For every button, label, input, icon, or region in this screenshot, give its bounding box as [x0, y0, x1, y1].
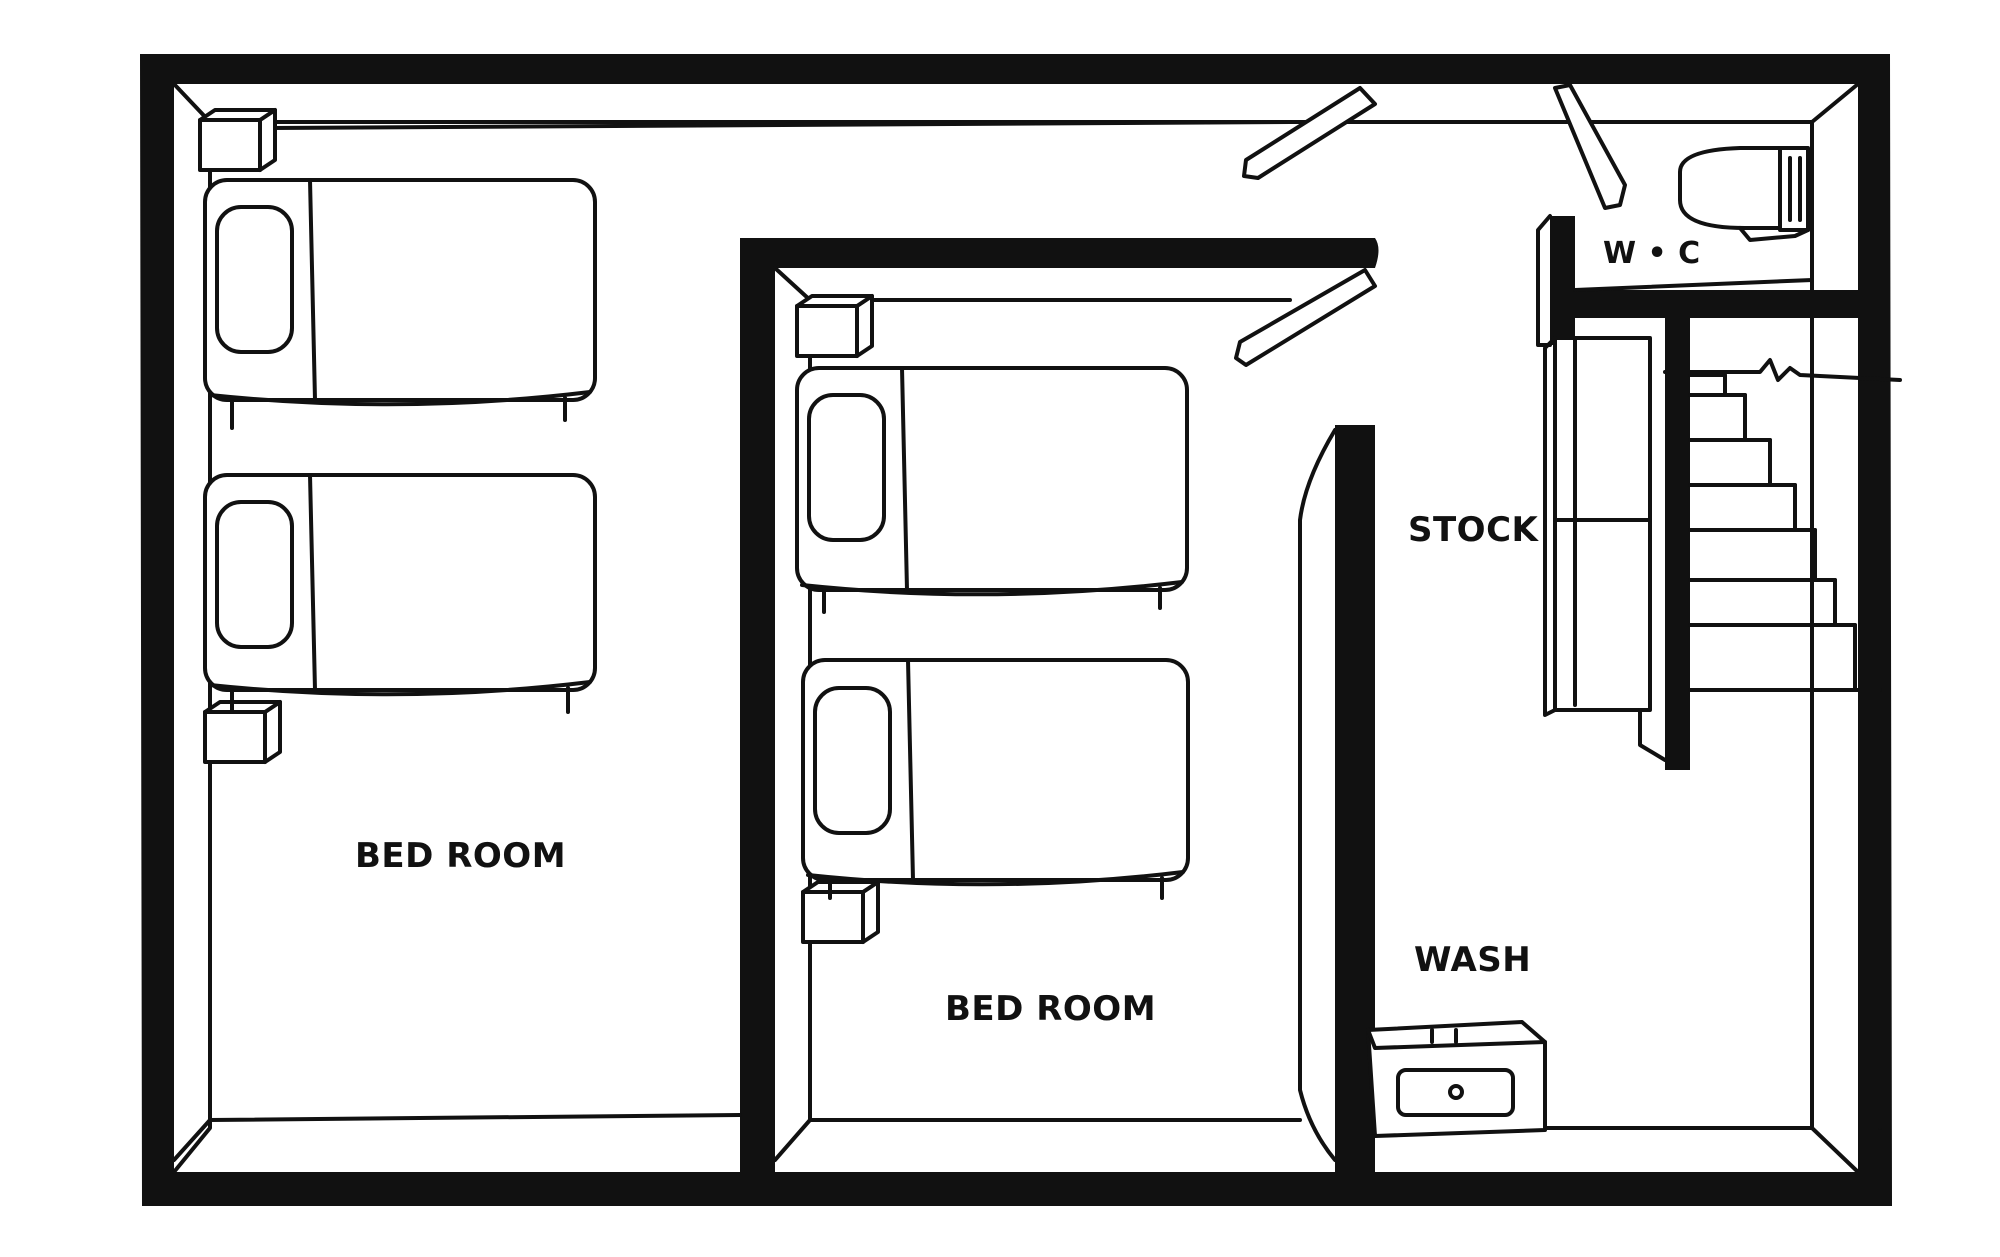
nightstand — [795, 294, 874, 358]
wash-basin — [1366, 1020, 1547, 1138]
nightstand — [801, 880, 880, 944]
room-label-stock: STOCK — [1408, 510, 1539, 550]
room-label-wc: W • C — [1603, 236, 1701, 271]
nightstand — [203, 700, 282, 764]
toilet — [1678, 146, 1810, 242]
stairs — [1663, 358, 1902, 1130]
wc-wall — [1550, 216, 1858, 345]
stair-wall — [1665, 318, 1690, 770]
room-label-bedroom-left: BED ROOM — [355, 836, 567, 876]
bed — [801, 658, 1190, 900]
room-label-bedroom-center: BED ROOM — [945, 989, 1157, 1029]
wc-wall-edge — [1536, 120, 1814, 347]
door-top — [1242, 86, 1377, 180]
left-bedroom-floor-line — [172, 1113, 742, 1162]
stock-wall-angle — [1298, 428, 1337, 1162]
wall-floor-line-top — [268, 120, 1292, 130]
bed — [795, 366, 1189, 614]
bed — [203, 178, 597, 430]
door-wc — [1553, 83, 1627, 210]
storage-shelf — [1543, 336, 1667, 762]
room-label-wash: WASH — [1414, 940, 1532, 980]
nightstand — [198, 108, 277, 172]
stock-wall — [1335, 425, 1375, 1172]
door-center-bedroom — [1234, 268, 1377, 367]
bed — [203, 473, 597, 714]
